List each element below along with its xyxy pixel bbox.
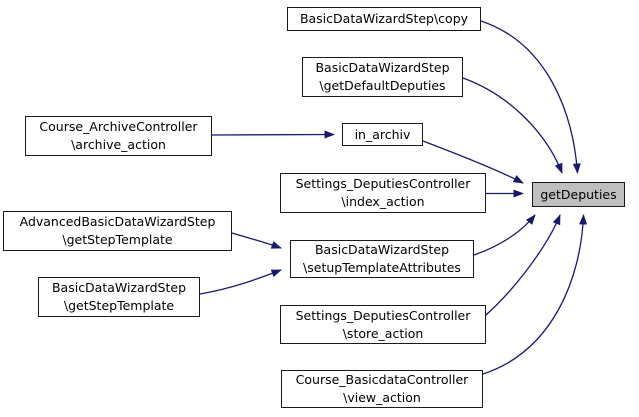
node-label-line: \view_action (343, 390, 421, 405)
node-label-line: \getStepTemplate (63, 298, 175, 313)
node-settings-deputiescontroller-index-action[interactable]: Settings_DeputiesController \index_actio… (280, 173, 486, 213)
node-course-archivecontroller-archive-action[interactable]: Course_ArchiveController \archive_action (25, 116, 212, 156)
node-basicdatawizardstep-setuptemplateattributes[interactable]: BasicDataWizardStep \setupTemplateAttrib… (290, 240, 474, 278)
node-label-line: \archive_action (71, 137, 166, 152)
edge-setuptemplateattributes-to-getdeputies (473, 214, 536, 256)
node-basicdatawizardstep-getdefaultdeputies[interactable]: BasicDataWizardStep \getDefaultDeputies (302, 57, 463, 97)
node-course-basicdatacontroller-view-action[interactable]: Course_BasicdataController \view_action (281, 370, 483, 408)
edge-view-action-to-getdeputies (482, 214, 588, 375)
node-settings-deputiescontroller-store-action[interactable]: Settings_DeputiesController \store_actio… (280, 305, 486, 344)
node-label-line: \getStepTemplate (62, 232, 173, 247)
node-label-line: BasicDataWizardStep (314, 242, 450, 257)
node-label-line: BasicDataWizardStep (315, 60, 450, 75)
node-label-line: \index_action (341, 194, 425, 209)
node-label-line: getDeputies (540, 186, 617, 202)
node-label-line: \getDefaultDeputies (319, 78, 446, 93)
edge-getsteptemplate-to-setuptemplateattributes (199, 269, 282, 295)
node-label-line: AdvancedBasicDataWizardStep (19, 214, 216, 229)
node-label-line: Course_ArchiveController (39, 119, 198, 134)
node-label-line: BasicDataWizardStep (51, 280, 187, 295)
edge-archive-action-to-in-archiv (211, 130, 335, 139)
node-label-line: \store_action (342, 325, 424, 341)
edge-in-archiv-to-getdeputies (422, 140, 524, 184)
node-label-line: \setupTemplateAttributes (303, 260, 461, 275)
node-label-line: in_archiv (354, 126, 411, 142)
edge-getdefaultdeputies-to-getdeputies (462, 77, 563, 174)
edge-store-action-to-getdeputies (485, 214, 561, 316)
node-getdeputies-focus: getDeputies (532, 182, 625, 207)
node-advancedbasicdatawizardstep-getsteptemplate[interactable]: AdvancedBasicDataWizardStep \getStepTemp… (3, 211, 232, 251)
node-in-archiv[interactable]: in_archiv (342, 123, 423, 146)
edge-copy-to-getdeputies (480, 20, 581, 174)
node-label-line: BasicDataWizardStep\copy (299, 11, 469, 26)
node-basicdatawizardstep-getsteptemplate[interactable]: BasicDataWizardStep \getStepTemplate (38, 277, 200, 317)
node-label-line: Course_BasicdataController (295, 372, 469, 387)
node-label-line: Settings_DeputiesController (295, 307, 471, 323)
node-basicdatawizardstep-copy[interactable]: BasicDataWizardStep\copy (287, 7, 481, 31)
node-label-line: Settings_DeputiesController (295, 176, 471, 191)
edge-advanced-getsteptemplate-to-setuptemplateattributes (231, 232, 282, 249)
